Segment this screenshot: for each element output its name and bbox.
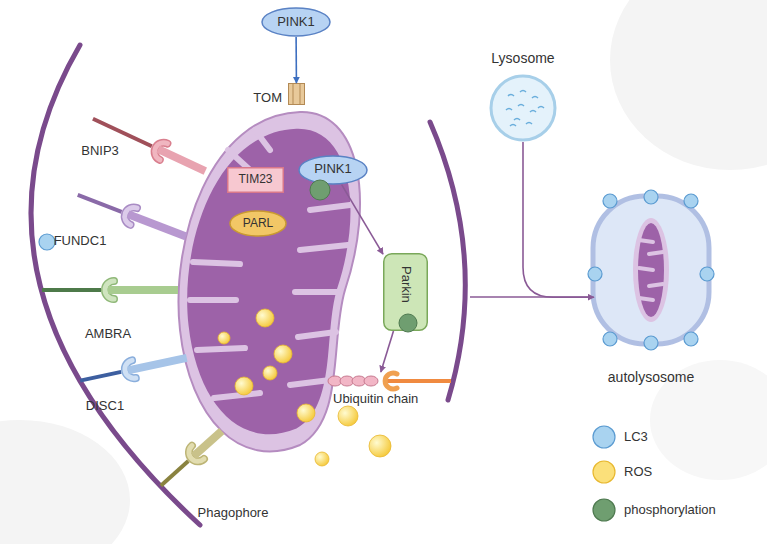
lysosome: Lysosome (489, 74, 557, 142)
node-text: Lysosome (491, 51, 554, 66)
legend-swatch-circle (593, 461, 615, 483)
arrow-connector (342, 185, 383, 255)
ubiquitin-chain: Ubiquitin chain (325, 372, 425, 410)
tom-channel: TOM (288, 83, 305, 105)
flow-line (470, 296, 590, 298)
receptor (155, 424, 228, 492)
arrow-connector (523, 142, 594, 297)
legend-swatch-circle (593, 499, 615, 521)
node-text: autolysosome (608, 370, 694, 385)
node-text: PINK1 (277, 15, 315, 29)
lc3-dot (39, 234, 55, 250)
lysosome-shape (489, 74, 557, 142)
part-label: FUNDC1 (54, 233, 107, 248)
autolysosome: autolysosome (589, 190, 713, 350)
part-label: Phagophore (198, 505, 269, 520)
arrow-connector (381, 331, 394, 372)
node-text: Ubiquitin chain (333, 392, 418, 406)
part-label: DISC1 (86, 398, 124, 413)
node-text: PINK1 (314, 162, 352, 176)
phagophore-membrane (430, 122, 465, 400)
node-text: TIM23 (238, 173, 272, 186)
receptor (42, 281, 178, 299)
protein-ellipse: PINK1 (261, 7, 331, 37)
legend-swatch (591, 459, 617, 485)
legend-text: phosphorylation (624, 502, 716, 517)
mitochondrion (179, 112, 361, 451)
legend-swatch-circle (593, 426, 615, 448)
protein-ellipse: PINK1 (298, 155, 368, 185)
autolysosome-shape (589, 190, 713, 350)
part-label: AMBRA (85, 326, 131, 341)
node-text: TOM (253, 91, 282, 105)
node-text: Parkin (398, 266, 412, 303)
protein-box: TIM23 (227, 167, 284, 193)
legend-swatch (591, 424, 617, 450)
phagophore-membrane (31, 45, 200, 525)
protein-box: Parkin (383, 253, 428, 331)
node-text: PARL (243, 217, 273, 230)
part-label: BNIP3 (81, 143, 119, 158)
arrow-connector (295, 37, 297, 83)
tom-channel-shape (288, 83, 305, 105)
legend-text: ROS (624, 464, 652, 479)
legend-text: LC3 (624, 429, 648, 444)
legend-swatch (591, 497, 617, 523)
receptor (78, 349, 188, 389)
ros-dots (218, 309, 391, 466)
protein-ellipse: PARL (229, 210, 287, 237)
